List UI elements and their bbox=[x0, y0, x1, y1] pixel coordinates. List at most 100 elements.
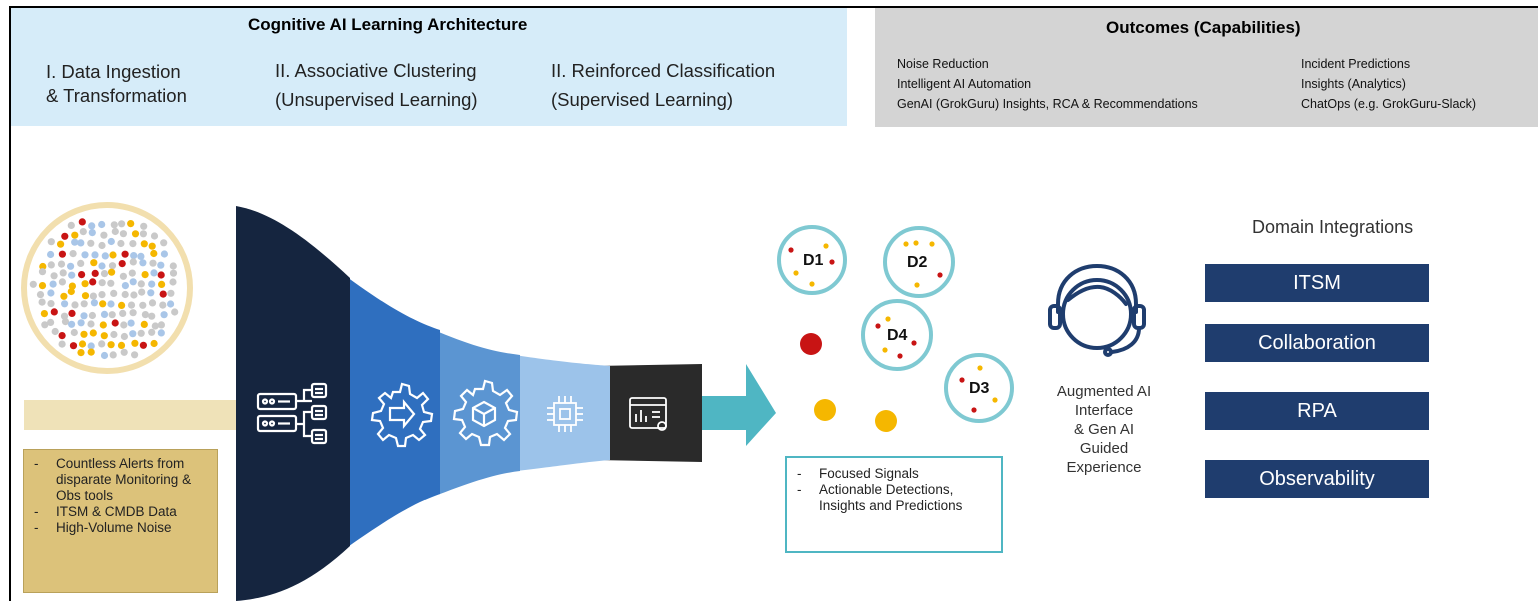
noise-dot bbox=[60, 312, 69, 320]
interface-line: Guided bbox=[1079, 440, 1129, 457]
noise-dot bbox=[128, 269, 136, 277]
noise-dot bbox=[77, 259, 85, 267]
noise-dot bbox=[100, 231, 108, 239]
noise-dot bbox=[39, 262, 47, 271]
noise-dot bbox=[139, 259, 147, 267]
cluster-dot bbox=[977, 365, 983, 371]
noise-dot bbox=[89, 292, 97, 300]
noise-dot bbox=[88, 311, 96, 320]
cluster-label-d3: D3 bbox=[969, 380, 990, 397]
noise-dot bbox=[98, 279, 106, 287]
cluster-circle-d1 bbox=[777, 225, 847, 295]
noise-dot bbox=[78, 218, 86, 226]
stage-ingestion: I. Data Ingestion & Transformation bbox=[46, 60, 187, 108]
outcomes-left-list: Noise Reduction Intelligent AI Automatio… bbox=[897, 54, 1198, 114]
noise-dot bbox=[131, 230, 140, 238]
noise-dot bbox=[77, 239, 85, 247]
noise-dot bbox=[98, 262, 106, 270]
noise-dot bbox=[130, 291, 138, 299]
stage-classification: II. Reinforced Classification (Supervise… bbox=[551, 56, 775, 114]
noise-dot bbox=[47, 261, 55, 269]
cluster-dot bbox=[929, 241, 935, 247]
augmented-interface-label: Augmented AI Interface & Gen AI Guided E… bbox=[1030, 382, 1178, 477]
noise-dot bbox=[107, 237, 115, 246]
noise-dots bbox=[29, 218, 179, 360]
cluster-dot bbox=[885, 316, 891, 322]
noise-dot bbox=[140, 320, 148, 328]
stage-clustering-line2: (Unsupervised Learning) bbox=[275, 89, 478, 110]
frame-left-line bbox=[9, 6, 11, 601]
noise-dot bbox=[121, 250, 129, 258]
noise-dot bbox=[90, 299, 98, 307]
noise-dot bbox=[61, 232, 69, 240]
noise-dot bbox=[100, 270, 109, 278]
noise-dot bbox=[108, 311, 116, 319]
noise-dot bbox=[87, 320, 95, 328]
stage-classification-line1: II. Reinforced Classification bbox=[551, 60, 776, 81]
noise-dot bbox=[49, 280, 57, 288]
stage-clustering: II. Associative Clustering (Unsupervised… bbox=[275, 56, 478, 114]
noise-dot bbox=[119, 230, 127, 238]
noise-dot bbox=[71, 231, 79, 239]
cluster-dot bbox=[829, 259, 835, 265]
cluster-dot bbox=[882, 347, 888, 353]
noise-dot bbox=[58, 250, 66, 258]
headset-agent-icon bbox=[1048, 263, 1146, 357]
funnel-stage-1 bbox=[236, 206, 350, 601]
noise-dot bbox=[157, 321, 165, 329]
signal-dot-yellow bbox=[875, 410, 897, 432]
noise-dot bbox=[98, 291, 106, 299]
noise-dot bbox=[137, 280, 145, 288]
interface-line: Interface bbox=[1074, 402, 1134, 419]
noise-dot bbox=[47, 289, 55, 297]
noise-dot bbox=[80, 312, 88, 320]
cluster-circle-d2 bbox=[883, 226, 955, 298]
architecture-title: Cognitive AI Learning Architecture bbox=[248, 15, 528, 34]
noise-dot bbox=[139, 301, 147, 309]
noise-dot bbox=[78, 271, 86, 279]
noise-dot bbox=[81, 251, 89, 259]
cluster-dot bbox=[914, 282, 920, 288]
noise-dot bbox=[140, 222, 148, 230]
noise-dot bbox=[160, 239, 168, 247]
noise-dot bbox=[58, 340, 66, 348]
noise-dot bbox=[150, 339, 158, 348]
noise-dot bbox=[38, 298, 46, 306]
cluster-circle-d4 bbox=[861, 299, 933, 371]
noise-dot bbox=[59, 269, 67, 277]
outcomes-right-list: Incident Predictions Insights (Analytics… bbox=[1301, 54, 1476, 114]
domain-itsm: ITSM bbox=[1205, 264, 1429, 302]
noise-dot bbox=[150, 232, 159, 240]
noise-dot bbox=[68, 271, 76, 279]
cluster-dot bbox=[971, 407, 977, 413]
noise-dot bbox=[98, 241, 106, 250]
noise-dot bbox=[91, 269, 99, 277]
noise-dot bbox=[98, 340, 106, 348]
cluster-dot bbox=[809, 281, 815, 287]
noise-dot bbox=[139, 341, 147, 349]
noise-dot bbox=[111, 227, 119, 236]
noise-dot bbox=[77, 349, 85, 357]
noise-dot bbox=[151, 322, 159, 330]
noise-dot bbox=[129, 278, 137, 286]
noise-dot bbox=[157, 271, 165, 279]
noise-dot bbox=[47, 318, 55, 326]
domain-collaboration: Collaboration bbox=[1205, 324, 1429, 362]
cluster-dot bbox=[913, 240, 919, 246]
noise-dot bbox=[140, 240, 148, 248]
noise-dot bbox=[121, 290, 129, 299]
signal-dot-yellow bbox=[814, 399, 836, 421]
noise-dot bbox=[138, 288, 146, 296]
domain-integrations-title: Domain Integrations bbox=[1252, 217, 1414, 237]
cluster-dot bbox=[959, 377, 965, 383]
outcome-item: Noise Reduction bbox=[897, 57, 989, 71]
noise-dot bbox=[80, 330, 88, 338]
noise-dot bbox=[141, 311, 149, 319]
noise-dot bbox=[148, 280, 156, 288]
noise-dot bbox=[67, 221, 75, 229]
noise-dot bbox=[47, 250, 55, 259]
input-note-item: ITSM & CMDB Data bbox=[34, 504, 209, 520]
noise-dot bbox=[169, 278, 177, 286]
cluster-dot bbox=[788, 247, 794, 253]
stage-classification-line2: (Supervised Learning) bbox=[551, 89, 734, 110]
